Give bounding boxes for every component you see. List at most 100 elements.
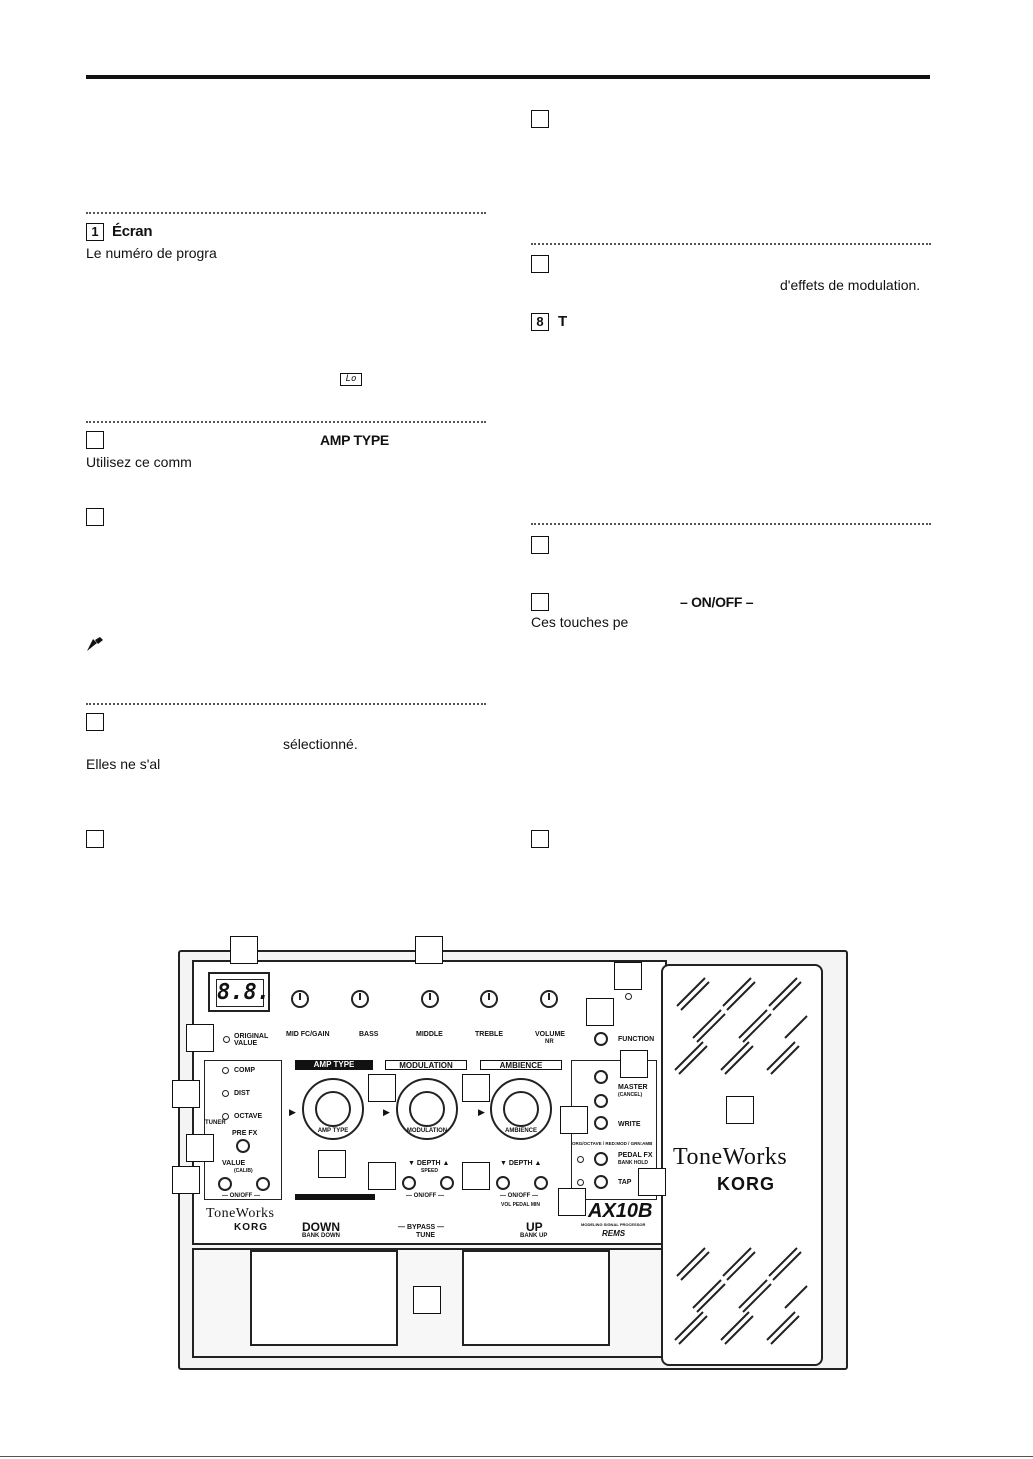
tuner-label: TUNER	[205, 1120, 226, 1126]
treble-knob[interactable]	[480, 990, 498, 1008]
led-display: 8.8.	[208, 972, 270, 1012]
amp-bar	[295, 1194, 375, 1200]
amb-up-button[interactable]	[534, 1176, 548, 1190]
ambience-dial[interactable]: AMBIENCE	[490, 1078, 552, 1140]
up-footswitch[interactable]	[462, 1250, 610, 1346]
cancel-label: (CANCEL)	[618, 1092, 643, 1098]
korg-logo: KORG	[234, 1222, 268, 1233]
callout-box	[186, 1134, 214, 1162]
ambience-header: AMBIENCE	[480, 1060, 562, 1070]
callout-box	[172, 1166, 200, 1194]
pedal-fx-label: PEDAL FX	[618, 1152, 653, 1159]
up-button[interactable]	[594, 1070, 608, 1084]
knob-label: VOLUME	[535, 1031, 565, 1038]
tap-label: TAP	[618, 1179, 632, 1186]
calib-label: (CALIB)	[234, 1168, 253, 1174]
tune-label: TUNE	[416, 1232, 436, 1239]
lcd-symbol: Lo	[340, 373, 362, 386]
body-text: d'effets de modulation.	[780, 277, 921, 293]
callout-box	[230, 936, 258, 964]
callout-box	[638, 1168, 666, 1196]
bank-up-label: BANK UP	[520, 1233, 548, 1239]
section-divider	[86, 703, 486, 707]
dial-label: AMBIENCE	[504, 1128, 537, 1134]
pre-fx-button[interactable]	[236, 1139, 250, 1153]
middle-knob[interactable]	[421, 990, 439, 1008]
dial-label: MODULATION	[406, 1128, 448, 1134]
callout-number-blank	[86, 431, 104, 449]
callout-box	[172, 1080, 200, 1108]
model-subtitle: MODELING SIGNAL PROCESSOR	[581, 1222, 646, 1227]
expression-pedal[interactable]: ToneWorks KORG	[661, 964, 823, 1366]
octave-led	[222, 1113, 229, 1120]
pre-fx-label: OCTAVE	[234, 1113, 263, 1120]
pre-fx-label: DIST	[234, 1090, 250, 1097]
toneworks-logo-large: ToneWorks	[673, 1144, 788, 1170]
section-divider	[86, 212, 486, 216]
speed-label: SPEED	[421, 1168, 438, 1174]
mode-label: ORG/OCTAVE / RED:MOD / GRN:AMB	[572, 1141, 653, 1146]
knob-sublabel: NR	[545, 1039, 554, 1045]
callout-box	[620, 1050, 648, 1078]
callout-number-blank	[86, 830, 104, 848]
value-label: VALUE	[222, 1160, 246, 1167]
master-label: MASTER	[618, 1084, 648, 1091]
write-button[interactable]	[594, 1116, 608, 1130]
section-title: – ON/OFF –	[680, 594, 754, 610]
amb-down-button[interactable]	[496, 1176, 510, 1190]
on-off-label: — ON/OFF —	[406, 1193, 444, 1199]
pedal-fx-button[interactable]	[594, 1152, 608, 1166]
rems-logo: REMS	[602, 1229, 626, 1238]
pedal-grip-pattern	[674, 977, 808, 1345]
callout-box	[462, 1162, 490, 1190]
up-label: UP	[526, 1220, 543, 1234]
mid-gain-knob[interactable]	[291, 990, 309, 1008]
bypass-label: — BYPASS —	[398, 1224, 445, 1231]
pre-fx-title: PRE FX	[232, 1130, 258, 1137]
depth-speed-label: ▼ DEPTH ▲	[408, 1160, 450, 1167]
callout-box	[186, 1024, 214, 1052]
down-footswitch[interactable]	[250, 1250, 398, 1346]
callout-number-blank	[86, 508, 104, 526]
callout-box	[462, 1074, 490, 1102]
bass-knob[interactable]	[351, 990, 369, 1008]
tap-led	[577, 1179, 584, 1186]
tap-button[interactable]	[594, 1175, 608, 1189]
depth-label: ▼ DEPTH ▲	[500, 1160, 542, 1167]
modulation-dial[interactable]: MODULATION	[396, 1078, 458, 1140]
model-name: AX10B	[588, 1200, 653, 1222]
callout-box	[368, 1162, 396, 1190]
body-text: Utilisez ce comm	[86, 454, 192, 470]
down-label: DOWN	[302, 1220, 340, 1234]
knob-label: MIDDLE	[416, 1031, 443, 1038]
volume-knob[interactable]	[540, 990, 558, 1008]
mod-up-button[interactable]	[440, 1176, 454, 1190]
dial-center	[503, 1091, 539, 1127]
korg-logo-large: KORG	[717, 1174, 775, 1194]
amp-type-header: AMP TYPE	[295, 1060, 373, 1070]
callout-number-blank	[531, 255, 549, 273]
mod-down-button[interactable]	[402, 1176, 416, 1190]
callout-number: 1	[86, 223, 104, 241]
down-button[interactable]	[594, 1094, 608, 1108]
callout-number-blank	[531, 110, 549, 128]
callout-box	[586, 998, 614, 1026]
vol-pedal-min-label: VOL PEDAL MIN	[501, 1202, 540, 1208]
toneworks-logo: ToneWorks	[206, 1206, 275, 1221]
original-label: VALUE	[234, 1040, 258, 1047]
on-off-label: — ON/OFF —	[500, 1193, 538, 1199]
body-text: Le numéro de progra	[86, 245, 217, 261]
dist-led	[222, 1090, 229, 1097]
knob-label: MID FC/GAIN	[286, 1031, 330, 1038]
device-illustration: 8.8. MID FC/GAIN BASS MIDDLE TREBLE VOLU…	[172, 936, 848, 1370]
callout-box	[318, 1150, 346, 1178]
value-up-button[interactable]	[256, 1177, 270, 1191]
body-text: Ces touches pe	[531, 614, 629, 630]
amp-type-dial[interactable]: AMP TYPE	[302, 1078, 364, 1140]
value-down-button[interactable]	[218, 1177, 232, 1191]
body-text: Elles ne s'al	[86, 756, 161, 772]
original-value-led	[223, 1036, 230, 1043]
function-button[interactable]	[594, 1032, 608, 1046]
original-label: ORIGINAL	[234, 1033, 269, 1040]
bank-hold-label: BANK HOLD	[618, 1160, 648, 1166]
